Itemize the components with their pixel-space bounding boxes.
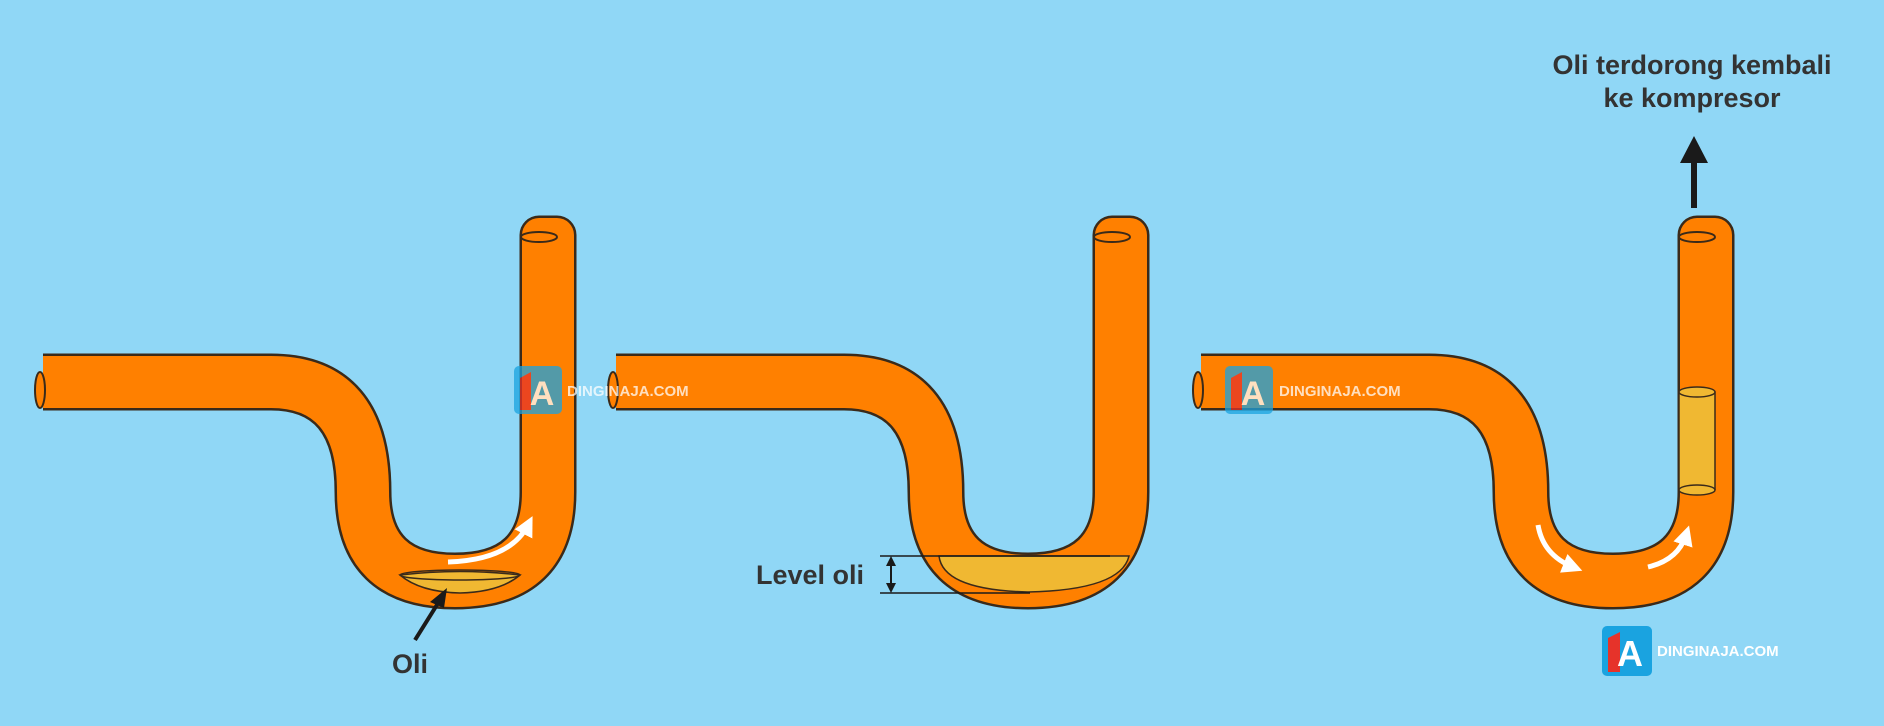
trap-1: Oli (34, 215, 577, 679)
trap-2-oil-level (938, 555, 1130, 593)
oil-pointer-arrow (413, 598, 442, 642)
watermark-logo: A DINGINAJA.COM (1602, 626, 1779, 676)
label-oil: Oli (392, 649, 428, 679)
label-pushed-back-line1: Oli terdorong kembali (1552, 50, 1831, 80)
svg-text:A: A (1617, 633, 1643, 674)
up-arrow-icon (1680, 136, 1708, 208)
dinginaja-logo-icon: A (514, 366, 562, 414)
trap-2 (607, 215, 1150, 610)
trap-1-pipe-end-top (520, 231, 558, 243)
dinginaja-logo-icon: A (1602, 626, 1652, 676)
watermark-1: A DINGINAJA.COM (514, 366, 689, 414)
flow-arrow-icon (1647, 525, 1693, 570)
trap-1-pipe-end-left (34, 371, 46, 409)
label-oil-level: Level oli (756, 560, 864, 590)
trap-3 (1192, 215, 1735, 610)
watermark-text: DINGINAJA.COM (1657, 643, 1779, 660)
label-pushed-back-line2: ke kompresor (1603, 83, 1781, 113)
double-headed-arrow-icon (886, 556, 896, 593)
flow-arrow-icon (447, 516, 533, 565)
svg-text:A: A (530, 375, 555, 413)
watermark-text: DINGINAJA.COM (1279, 383, 1401, 400)
trap-1-oil-pool (398, 570, 522, 594)
trap-3-oil-slug (1679, 392, 1715, 490)
watermark-2: A DINGINAJA.COM (1225, 366, 1401, 414)
svg-text:A: A (1241, 375, 1266, 413)
dinginaja-logo-icon: A (1225, 366, 1273, 414)
watermark-text: DINGINAJA.COM (567, 383, 689, 400)
flow-arrow-icon (1535, 524, 1583, 573)
